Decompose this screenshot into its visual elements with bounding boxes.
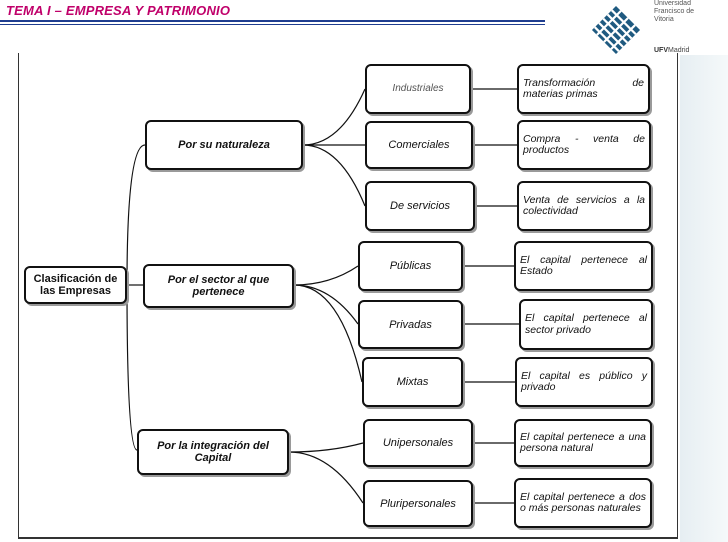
type-node: Mixtas xyxy=(362,357,463,407)
type-node: De servicios xyxy=(365,181,475,231)
branch-node: Por la integración del Capital xyxy=(137,429,289,475)
description-node: Transformación de materias primas xyxy=(517,64,650,114)
connector-branch3-type-2 xyxy=(288,451,364,504)
description-node: Compra - venta de productos xyxy=(517,120,651,170)
connector-branch2-type-1 xyxy=(293,265,359,286)
connector-branch2-type-2 xyxy=(293,284,359,325)
university-name-line: Universidad xyxy=(654,0,691,7)
slide-title: TEMA I – EMPRESA Y PATRIMONIO xyxy=(6,3,231,18)
root-node: Clasificación de las Empresas xyxy=(24,266,127,304)
type-node: Privadas xyxy=(358,300,463,349)
connector-branch1-type-3 xyxy=(302,144,366,207)
university-campus: UFVMadrid xyxy=(654,47,689,54)
university-name-line: Vitoria xyxy=(654,16,674,23)
type-node: Públicas xyxy=(358,241,463,291)
type-node: Comerciales xyxy=(365,121,473,169)
connector-root-branch-3 xyxy=(126,284,138,451)
connector-root-branch-1 xyxy=(126,144,146,286)
type-node: Industriales xyxy=(365,64,471,114)
title-rule-thin xyxy=(0,24,545,25)
connector-branch3-type-1 xyxy=(288,442,364,453)
side-decoration xyxy=(680,55,728,542)
description-node: El capital es público y privado xyxy=(515,357,653,407)
description-node: El capital pertenece a una persona natur… xyxy=(514,419,652,467)
university-logo-icon xyxy=(591,5,641,55)
type-node: Pluripersonales xyxy=(363,480,473,527)
branch-node: Por su naturaleza xyxy=(145,120,303,170)
connector-branch2-type-3 xyxy=(293,284,363,383)
university-name: Universidad Francisco de Vitoria xyxy=(654,0,728,24)
description-node: El capital pertenece al Estado xyxy=(514,241,653,291)
description-node: El capital pertenece a dos o más persona… xyxy=(514,478,652,528)
description-node: Venta de servicios a la colectividad xyxy=(517,181,651,231)
type-node: Unipersonales xyxy=(363,419,473,467)
campus-abbrev: UFV xyxy=(654,47,668,54)
university-name-line: Francisco de xyxy=(654,8,695,15)
campus-name: Madrid xyxy=(668,47,690,54)
connector-branch1-type-1 xyxy=(302,88,366,146)
content-frame xyxy=(18,53,678,539)
branch-node: Por el sector al que pertenece xyxy=(143,264,294,308)
description-node: El capital pertenece al sector privado xyxy=(519,299,653,350)
title-rule xyxy=(0,20,545,22)
